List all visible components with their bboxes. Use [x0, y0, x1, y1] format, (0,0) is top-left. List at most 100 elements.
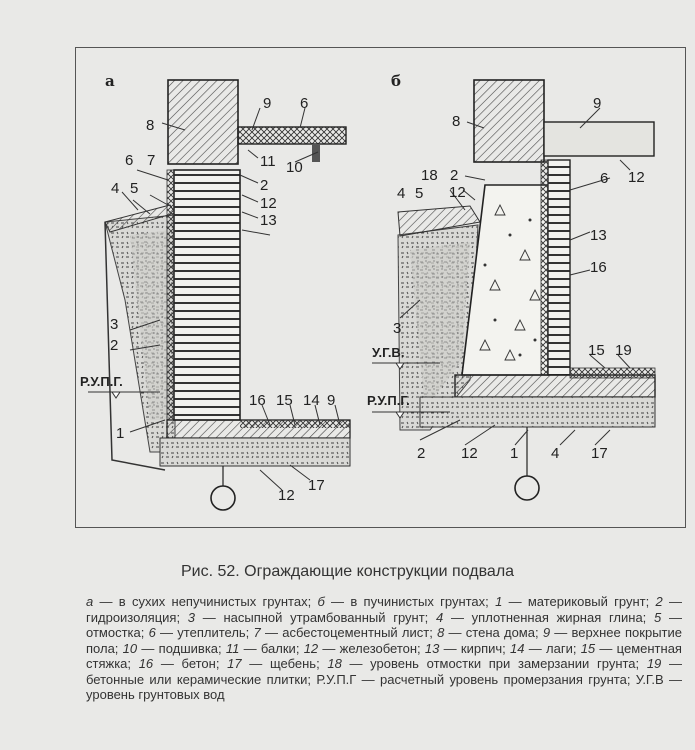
label-b-17: 17 — [591, 445, 608, 462]
legend-entry: 9 — верхнее покрытие пола; — [86, 625, 682, 656]
legend-text: Р.У.П.Г — расчетный уровень промерзания … — [86, 671, 682, 703]
legend-text: — лаги; — [524, 640, 581, 656]
legend-key: 5 — [654, 609, 662, 625]
label-b-4-bottom: 4 — [551, 445, 559, 462]
label-b-12-bottom: 12 — [461, 445, 478, 462]
label-a-7: 7 — [147, 152, 155, 169]
legend-text: — железобетон; — [318, 640, 425, 656]
legend-key: 19 — [646, 656, 662, 671]
label-a-13: 13 — [260, 212, 277, 229]
legend-entry: 13 — кирпич; — [425, 641, 510, 656]
legend-text: — асбестоцементный лист; — [260, 625, 438, 640]
legend-text: — щебень; — [241, 656, 328, 671]
legend-key: 16 — [138, 656, 154, 671]
label-a-4: 4 — [111, 180, 119, 197]
label-a-11: 11 — [260, 153, 276, 170]
legend-text: — отмостка; — [86, 609, 682, 641]
legend-entry: 17 — щебень; — [227, 656, 327, 671]
panel-label-a: а — [105, 72, 115, 90]
legend-key: 13 — [424, 640, 440, 656]
legend-entry: 18 — уровень отмостки при замерзании гру… — [327, 656, 646, 671]
label-b-16: 16 — [590, 259, 607, 276]
legend-text: — подшивка; — [137, 640, 226, 656]
label-a-3: 3 — [110, 316, 118, 333]
label-b-4: 4 — [397, 185, 405, 202]
legend-key: 12 — [303, 640, 319, 656]
label-b-5: 5 — [415, 185, 423, 202]
label-a-1: 1 — [116, 425, 124, 442]
legend-entry: 7 — асбестоцементный лист; — [254, 625, 438, 640]
label-a-12-right: 12 — [260, 195, 277, 212]
panel-a-drawing — [88, 79, 351, 511]
label-b-3: 3 — [393, 320, 401, 337]
legend-text: — материковый грунт; — [502, 594, 656, 609]
label-a-6: 6 — [125, 152, 133, 169]
legend-key: 7 — [253, 625, 261, 640]
legend-text: — в сухих непучинистых грунтах; — [93, 594, 318, 609]
label-b-2-bottom: 2 — [417, 445, 425, 462]
legend-entry: 10 — подшивка; — [123, 641, 226, 656]
legend-text: — балки; — [239, 640, 304, 656]
label-a-8: 8 — [146, 117, 154, 134]
label-b-2: 2 — [450, 167, 458, 184]
label-a-2-right: 2 — [260, 177, 268, 194]
label-a-rupg: Р.У.П.Г. — [80, 374, 123, 389]
legend-entry: 15 — цементная стяжка; — [86, 641, 682, 672]
label-b-9: 9 — [593, 95, 601, 112]
label-b-19: 19 — [615, 342, 632, 359]
legend-key: 10 — [122, 640, 138, 656]
label-b-8: 8 — [452, 113, 460, 130]
legend-key: 17 — [227, 656, 242, 671]
legend-key: 15 — [580, 640, 596, 656]
legend-text: — утеплитель; — [155, 625, 254, 640]
label-a-2: 2 — [110, 337, 118, 354]
legend-entry: 2 — гидроизоляция; — [86, 594, 682, 625]
label-a-16: 16 — [249, 392, 266, 409]
legend-text: — кирпич; — [439, 640, 511, 656]
legend-entry: б — в пучинистых грунтах; — [317, 594, 495, 609]
label-b-12: 12 — [449, 184, 466, 201]
basement-diagram: а б 8 9 6 11 10 2 12 13 6 7 4 5 3 2 Р.У.… — [80, 72, 656, 511]
legend-entry: 19 — бетонные или керамические плитки; — [86, 656, 682, 687]
label-a-9: 9 — [263, 95, 271, 112]
legend-entry: Р.У.П.Г — расчетный уровень промерзания … — [86, 672, 682, 703]
legend-text: — бетон; — [153, 656, 228, 671]
label-b-15: 15 — [588, 342, 605, 359]
legend-text: — насыпной утрамбованный грунт; — [195, 609, 436, 625]
figure-legend: а — в сухих непучинистых грунтах; б — в … — [86, 594, 682, 703]
label-b-6: 6 — [600, 170, 608, 187]
panel-label-b: б — [391, 72, 401, 90]
legend-key: 18 — [327, 656, 342, 671]
label-b-18: 18 — [421, 167, 438, 184]
legend-key: а — [86, 594, 94, 609]
legend-key: 3 — [187, 609, 196, 625]
legend-entry: 6 — утеплитель; — [149, 625, 254, 640]
legend-entry: 1 — материковый грунт; — [495, 594, 655, 609]
legend-entry: 12 — железобетон; — [304, 641, 425, 656]
legend-entry: 4 — уплотненная жирная глина; — [436, 610, 654, 625]
legend-key: 1 — [495, 594, 503, 609]
legend-text: — в пучинистых грунтах; — [324, 594, 496, 609]
legend-entry: а — в сухих непучинистых грунтах; — [86, 594, 317, 609]
legend-text: — гидроизоляция; — [86, 594, 682, 625]
legend-key: 4 — [436, 609, 444, 625]
legend-entry: 8 — стена дома; — [437, 625, 543, 640]
legend-entry: 5 — отмостка; — [86, 610, 682, 641]
label-b-13: 13 — [590, 227, 607, 244]
legend-entry: 3 — насыпной утрамбованный грунт; — [188, 610, 436, 625]
leader-lines — [121, 107, 631, 491]
label-a-9-floor: 9 — [327, 392, 335, 409]
legend-key: б — [317, 594, 325, 609]
legend-text: — бетонные или керамические плитки; — [86, 656, 682, 687]
legend-key: 14 — [510, 640, 525, 656]
legend-entry: 11 — балки; — [226, 641, 304, 656]
figure-caption: Рис. 52. Ограждающие конструкции подвала — [180, 563, 515, 580]
label-a-15: 15 — [276, 392, 293, 409]
panel-b-drawing — [372, 79, 656, 501]
legend-text: — уровень отмостки при замерзании грунта… — [341, 656, 647, 671]
label-b-ugv: У.Г.В. — [372, 345, 404, 360]
legend-entry: 16 — бетон; — [139, 656, 227, 671]
legend-text: — цементная стяжка; — [86, 640, 682, 672]
legend-key: 11 — [225, 640, 240, 656]
label-b-1: 1 — [510, 445, 518, 462]
